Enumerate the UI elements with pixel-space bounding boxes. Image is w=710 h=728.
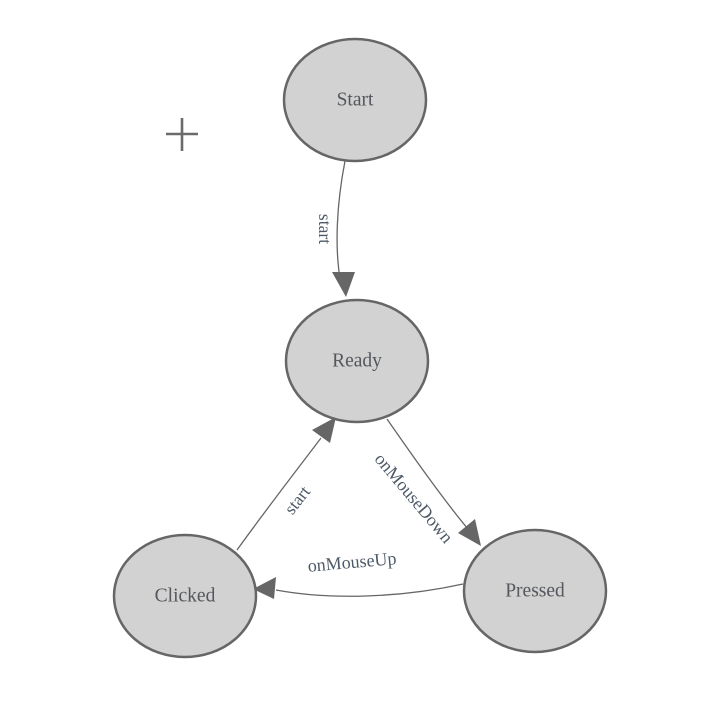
state-node-start-label: Start: [337, 90, 374, 111]
edge-pressed-clicked: onMouseUp: [253, 548, 464, 599]
edge-label-start-1: start: [315, 214, 335, 244]
crosshair-plus-icon: [166, 118, 198, 151]
state-node-ready-shape[interactable]: [284, 298, 430, 424]
edge-clicked-ready-line[interactable]: [236, 437, 322, 551]
state-node-clicked-shape[interactable]: [112, 533, 258, 659]
state-node-pressed-shape[interactable]: [462, 528, 608, 654]
arrowhead-ready-pressed: [458, 519, 481, 546]
edge-start-ready-line[interactable]: [336, 160, 346, 285]
edge-ready-pressed-line[interactable]: [386, 418, 469, 530]
state-node-clicked: Clicked: [112, 533, 258, 659]
edge-label-start-2: start: [280, 482, 314, 518]
state-node-clicked-label: Clicked: [155, 586, 216, 607]
edge-ready-pressed: onMouseDown: [371, 418, 481, 547]
arrowhead-clicked-ready: [312, 417, 336, 443]
state-node-ready-label: Ready: [332, 351, 382, 372]
state-node-ready: Ready: [284, 298, 430, 424]
edge-clicked-ready: start: [236, 417, 336, 551]
edge-pressed-clicked-line[interactable]: [275, 583, 464, 597]
edge-label-onmouseup: onMouseUp: [307, 548, 397, 576]
state-node-pressed: Pressed: [462, 528, 608, 654]
arrowhead-pressed-clicked: [253, 577, 276, 599]
arrowhead-start-ready: [332, 272, 355, 297]
state-node-pressed-label: Pressed: [505, 581, 565, 602]
edge-start-ready: start: [315, 160, 355, 297]
state-node-start: Start: [282, 37, 428, 163]
state-node-start-shape[interactable]: [282, 37, 428, 163]
